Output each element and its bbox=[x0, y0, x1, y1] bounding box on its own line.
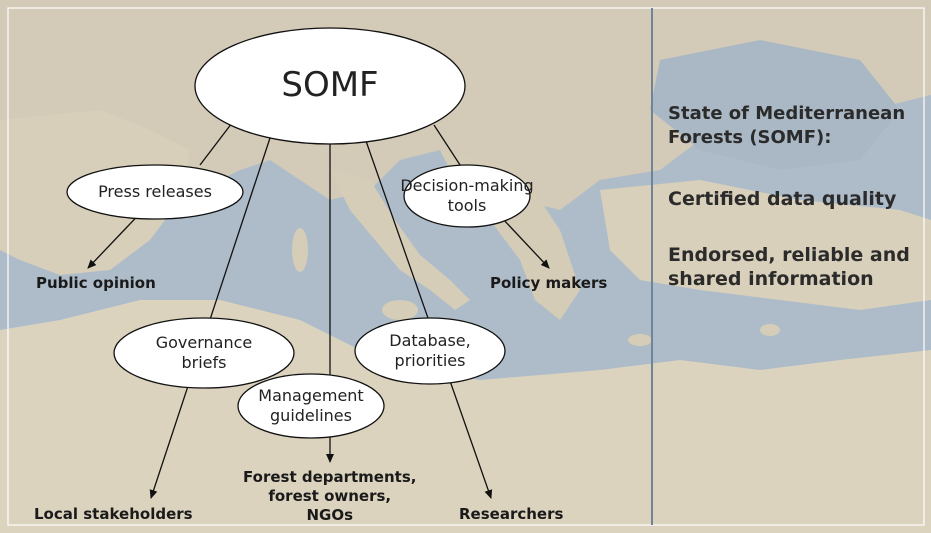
panel-title-line1: State of Mediterranean bbox=[668, 103, 906, 124]
panel-point-information: Endorsed, reliable and shared informatio… bbox=[668, 243, 910, 291]
panel-title-line2: Forests (SOMF): bbox=[668, 127, 832, 148]
target-public-opinion: Public opinion bbox=[36, 274, 156, 292]
crete-land bbox=[628, 334, 652, 346]
link-somf-decision bbox=[433, 124, 463, 169]
management-node bbox=[237, 373, 385, 439]
target-researchers: Researchers bbox=[459, 505, 564, 523]
decision-node bbox=[403, 164, 531, 228]
decision-label-line1: Decision-making bbox=[400, 176, 534, 195]
management-label-line2: guidelines bbox=[270, 406, 352, 425]
press-label: Press releases bbox=[98, 182, 212, 201]
link-somf-press bbox=[199, 122, 233, 166]
panel-point-information-line2: shared information bbox=[668, 268, 874, 290]
black-sea bbox=[650, 40, 900, 170]
somf-node bbox=[194, 27, 466, 145]
management-label: Management guidelines bbox=[258, 386, 363, 426]
panel-title: State of Mediterranean Forests (SOMF): bbox=[668, 102, 905, 150]
governance-label-line1: Governance bbox=[155, 333, 253, 352]
target-forest-line1: Forest departments, bbox=[243, 468, 417, 486]
decision-label: Decision-making tools bbox=[400, 176, 533, 216]
governance-label: Governance briefs bbox=[156, 333, 253, 373]
map-frame bbox=[7, 7, 925, 526]
target-forest-line3: NGOs bbox=[306, 506, 353, 524]
target-local-stakeholders: Local stakeholders bbox=[34, 505, 193, 523]
target-policy-makers: Policy makers bbox=[490, 274, 608, 292]
database-label-line2: priorities bbox=[394, 351, 466, 370]
target-forest-line2: forest owners, bbox=[268, 487, 392, 505]
governance-node bbox=[113, 317, 295, 389]
sardinia-land bbox=[292, 228, 308, 272]
anatolia-land bbox=[600, 180, 931, 310]
somf-title: SOMF bbox=[281, 65, 379, 105]
arrow-decision-policy-makers bbox=[501, 217, 550, 269]
database-node bbox=[354, 317, 506, 385]
database-label-line1: Database, bbox=[389, 331, 471, 350]
target-forest: Forest departments, forest owners, NGOs bbox=[243, 468, 416, 525]
management-label-line1: Management bbox=[258, 386, 364, 405]
database-label: Database, priorities bbox=[389, 331, 470, 371]
sicily-land bbox=[382, 300, 418, 320]
cyprus-land bbox=[760, 324, 780, 336]
press-node bbox=[66, 164, 244, 220]
governance-label-line2: briefs bbox=[181, 353, 227, 372]
decision-label-line2: tools bbox=[447, 196, 487, 215]
panel-point-information-line1: Endorsed, reliable and bbox=[668, 244, 910, 266]
panel-point-quality: Certified data quality bbox=[668, 188, 897, 210]
